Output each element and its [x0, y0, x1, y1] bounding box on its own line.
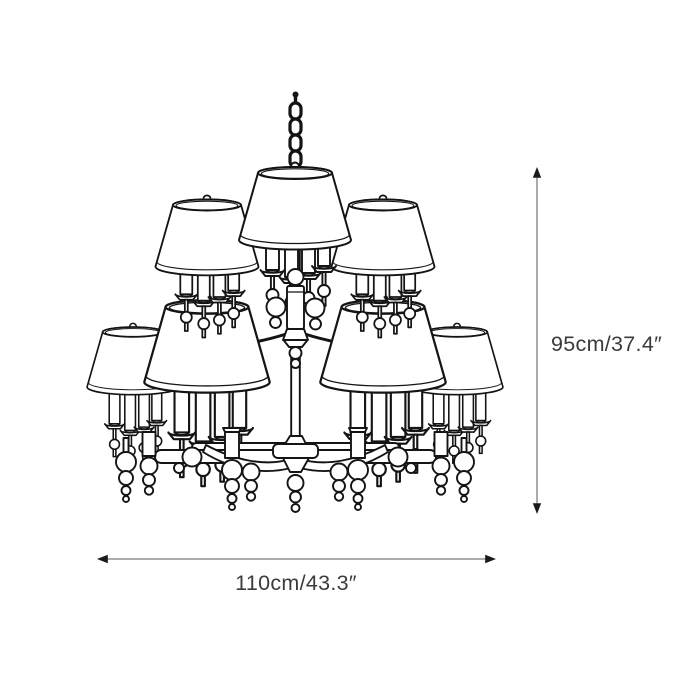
arms-and-finials [115, 427, 475, 513]
width-dimension-label: 110cm/43.3″ [235, 571, 357, 595]
height-dimension-label: 95cm/37.4″ [551, 332, 662, 356]
upper-hub [265, 268, 326, 369]
arrow-up-icon [532, 167, 542, 178]
arrow-down-icon [532, 503, 542, 514]
arrow-right-icon [485, 554, 496, 564]
width-dimension: 110cm/43.3″ [97, 554, 496, 595]
height-dimension: 95cm/37.4″ [532, 167, 662, 514]
arrow-left-icon [97, 554, 108, 564]
